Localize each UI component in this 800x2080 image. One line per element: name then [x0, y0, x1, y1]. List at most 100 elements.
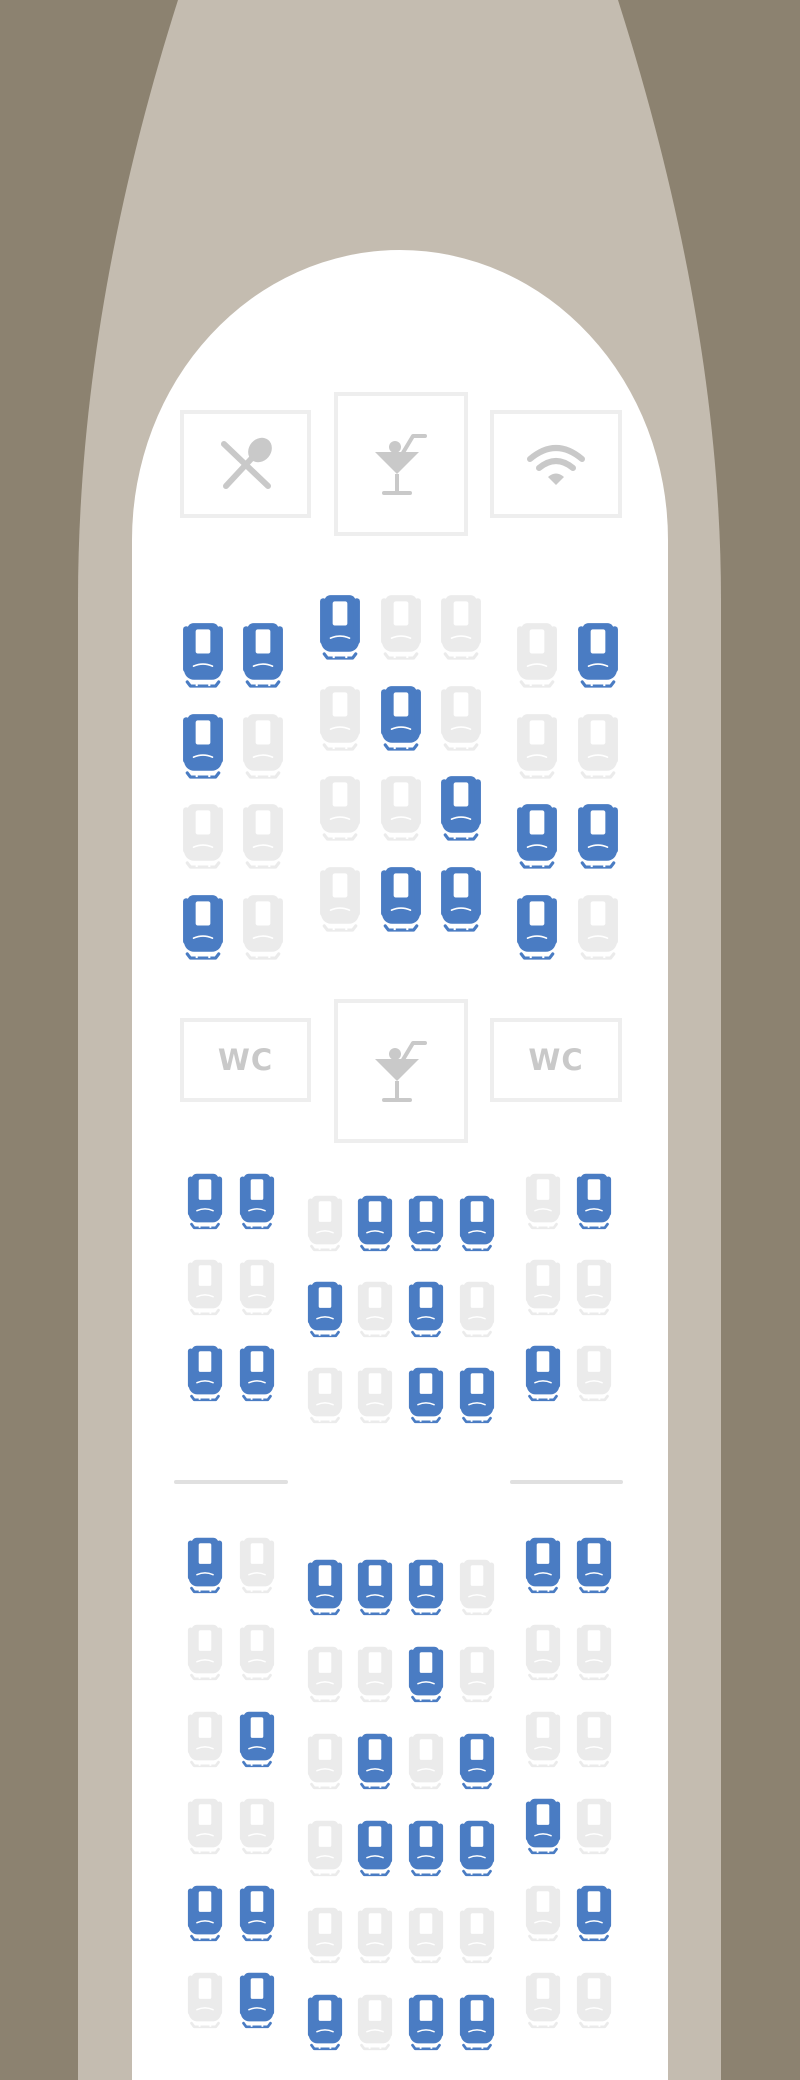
seat-business-r2-left-1-available[interactable] — [187, 1258, 223, 1316]
seat-economy-r4-right-2-available[interactable] — [576, 1797, 612, 1855]
seat-economy-r1-center-3-selected[interactable] — [408, 1558, 444, 1616]
seat-first-r2-left-2-available[interactable] — [242, 712, 284, 780]
seat-economy-r1-center-1-selected[interactable] — [307, 1558, 343, 1616]
seat-economy-r1-right-2-selected[interactable] — [576, 1536, 612, 1594]
seat-economy-r4-right-1-selected[interactable] — [525, 1797, 561, 1855]
seat-business-r1-center-1-available[interactable] — [307, 1194, 343, 1252]
seat-business-r2-center-3-selected[interactable] — [408, 1280, 444, 1338]
seat-economy-r6-left-2-selected[interactable] — [239, 1971, 275, 2029]
seat-economy-r3-left-2-selected[interactable] — [239, 1710, 275, 1768]
seat-economy-r4-left-1-available[interactable] — [187, 1797, 223, 1855]
seat-business-r1-left-1-selected[interactable] — [187, 1172, 223, 1230]
seat-economy-r6-center-1-selected[interactable] — [307, 1993, 343, 2051]
seat-economy-r5-center-4-available[interactable] — [459, 1906, 495, 1964]
seat-business-r2-center-2-available[interactable] — [357, 1280, 393, 1338]
seat-business-r3-right-1-selected[interactable] — [525, 1344, 561, 1402]
seat-first-r3-left-1-available[interactable] — [182, 802, 224, 870]
seat-business-r2-right-2-available[interactable] — [576, 1258, 612, 1316]
seat-first-r1-left-2-selected[interactable] — [242, 621, 284, 689]
seat-economy-r3-center-3-available[interactable] — [408, 1732, 444, 1790]
seat-business-r1-right-2-selected[interactable] — [576, 1172, 612, 1230]
seat-first-r1-right-2-selected[interactable] — [577, 621, 619, 689]
seat-first-r4-left-2-available[interactable] — [242, 893, 284, 961]
seat-economy-r6-right-1-available[interactable] — [525, 1971, 561, 2029]
seat-economy-r5-left-2-selected[interactable] — [239, 1884, 275, 1942]
seat-business-r2-center-1-selected[interactable] — [307, 1280, 343, 1338]
seat-first-r2-left-1-selected[interactable] — [182, 712, 224, 780]
seat-economy-r1-center-4-available[interactable] — [459, 1558, 495, 1616]
seat-economy-r5-center-2-available[interactable] — [357, 1906, 393, 1964]
seat-first-r2-center-1-available[interactable] — [319, 684, 361, 752]
seat-first-r3-right-1-selected[interactable] — [516, 802, 558, 870]
seat-first-r4-left-1-selected[interactable] — [182, 893, 224, 961]
seat-economy-r1-left-2-available[interactable] — [239, 1536, 275, 1594]
seat-first-r2-center-3-available[interactable] — [440, 684, 482, 752]
seat-first-r3-center-3-selected[interactable] — [440, 774, 482, 842]
seat-business-r1-right-1-available[interactable] — [525, 1172, 561, 1230]
seat-economy-r1-left-1-selected[interactable] — [187, 1536, 223, 1594]
seat-economy-r1-right-1-selected[interactable] — [525, 1536, 561, 1594]
seat-first-r4-center-3-selected[interactable] — [440, 865, 482, 933]
seat-first-r3-center-1-available[interactable] — [319, 774, 361, 842]
seat-first-r4-right-2-available[interactable] — [577, 893, 619, 961]
seat-economy-r4-left-2-available[interactable] — [239, 1797, 275, 1855]
seat-business-r3-left-2-selected[interactable] — [239, 1344, 275, 1402]
seat-economy-r5-right-1-available[interactable] — [525, 1884, 561, 1942]
seat-economy-r4-center-3-selected[interactable] — [408, 1819, 444, 1877]
seat-business-r1-center-3-selected[interactable] — [408, 1194, 444, 1252]
seat-business-r3-center-1-available[interactable] — [307, 1366, 343, 1424]
seat-economy-r2-left-2-available[interactable] — [239, 1623, 275, 1681]
seat-first-r4-center-2-selected[interactable] — [380, 865, 422, 933]
seat-economy-r5-center-1-available[interactable] — [307, 1906, 343, 1964]
seat-economy-r3-center-2-selected[interactable] — [357, 1732, 393, 1790]
seat-business-r2-right-1-available[interactable] — [525, 1258, 561, 1316]
seat-economy-r4-center-4-selected[interactable] — [459, 1819, 495, 1877]
seat-business-r3-center-3-selected[interactable] — [408, 1366, 444, 1424]
seat-economy-r6-left-1-available[interactable] — [187, 1971, 223, 2029]
seat-first-r1-right-1-available[interactable] — [516, 621, 558, 689]
seat-economy-r6-center-2-available[interactable] — [357, 1993, 393, 2051]
seat-first-r1-center-3-available[interactable] — [440, 593, 482, 661]
seat-first-r3-center-2-available[interactable] — [380, 774, 422, 842]
seat-economy-r5-right-2-selected[interactable] — [576, 1884, 612, 1942]
seat-first-r2-center-2-selected[interactable] — [380, 684, 422, 752]
seat-economy-r2-center-2-available[interactable] — [357, 1645, 393, 1703]
seat-economy-r5-center-3-available[interactable] — [408, 1906, 444, 1964]
seat-first-r1-center-1-selected[interactable] — [319, 593, 361, 661]
seat-business-r3-center-2-available[interactable] — [357, 1366, 393, 1424]
seat-economy-r4-center-2-selected[interactable] — [357, 1819, 393, 1877]
seat-first-r1-center-2-available[interactable] — [380, 593, 422, 661]
seat-first-r2-right-1-available[interactable] — [516, 712, 558, 780]
seat-business-r1-center-4-selected[interactable] — [459, 1194, 495, 1252]
seat-economy-r3-center-1-available[interactable] — [307, 1732, 343, 1790]
seat-business-r3-center-4-selected[interactable] — [459, 1366, 495, 1424]
seat-economy-r2-center-3-selected[interactable] — [408, 1645, 444, 1703]
seat-first-r3-right-2-selected[interactable] — [577, 802, 619, 870]
seat-economy-r5-left-1-selected[interactable] — [187, 1884, 223, 1942]
seat-economy-r6-right-2-available[interactable] — [576, 1971, 612, 2029]
seat-business-r2-center-4-available[interactable] — [459, 1280, 495, 1338]
seat-economy-r1-center-2-selected[interactable] — [357, 1558, 393, 1616]
seat-business-r3-left-1-selected[interactable] — [187, 1344, 223, 1402]
seat-economy-r2-center-1-available[interactable] — [307, 1645, 343, 1703]
seat-first-r4-right-1-selected[interactable] — [516, 893, 558, 961]
seat-economy-r2-center-4-available[interactable] — [459, 1645, 495, 1703]
seat-business-r1-left-2-selected[interactable] — [239, 1172, 275, 1230]
seat-business-r2-left-2-available[interactable] — [239, 1258, 275, 1316]
seat-economy-r6-center-3-selected[interactable] — [408, 1993, 444, 2051]
seat-first-r1-left-1-selected[interactable] — [182, 621, 224, 689]
seat-first-r2-right-2-available[interactable] — [577, 712, 619, 780]
seat-first-r3-left-2-available[interactable] — [242, 802, 284, 870]
seat-economy-r2-right-2-available[interactable] — [576, 1623, 612, 1681]
seat-economy-r2-right-1-available[interactable] — [525, 1623, 561, 1681]
seat-economy-r6-center-4-selected[interactable] — [459, 1993, 495, 2051]
seat-first-r4-center-1-available[interactable] — [319, 865, 361, 933]
seat-economy-r3-left-1-available[interactable] — [187, 1710, 223, 1768]
seat-business-r3-right-2-available[interactable] — [576, 1344, 612, 1402]
seat-economy-r2-left-1-available[interactable] — [187, 1623, 223, 1681]
seat-economy-r4-center-1-available[interactable] — [307, 1819, 343, 1877]
seat-economy-r3-center-4-selected[interactable] — [459, 1732, 495, 1790]
seat-business-r1-center-2-selected[interactable] — [357, 1194, 393, 1252]
seat-economy-r3-right-2-available[interactable] — [576, 1710, 612, 1768]
seat-economy-r3-right-1-available[interactable] — [525, 1710, 561, 1768]
